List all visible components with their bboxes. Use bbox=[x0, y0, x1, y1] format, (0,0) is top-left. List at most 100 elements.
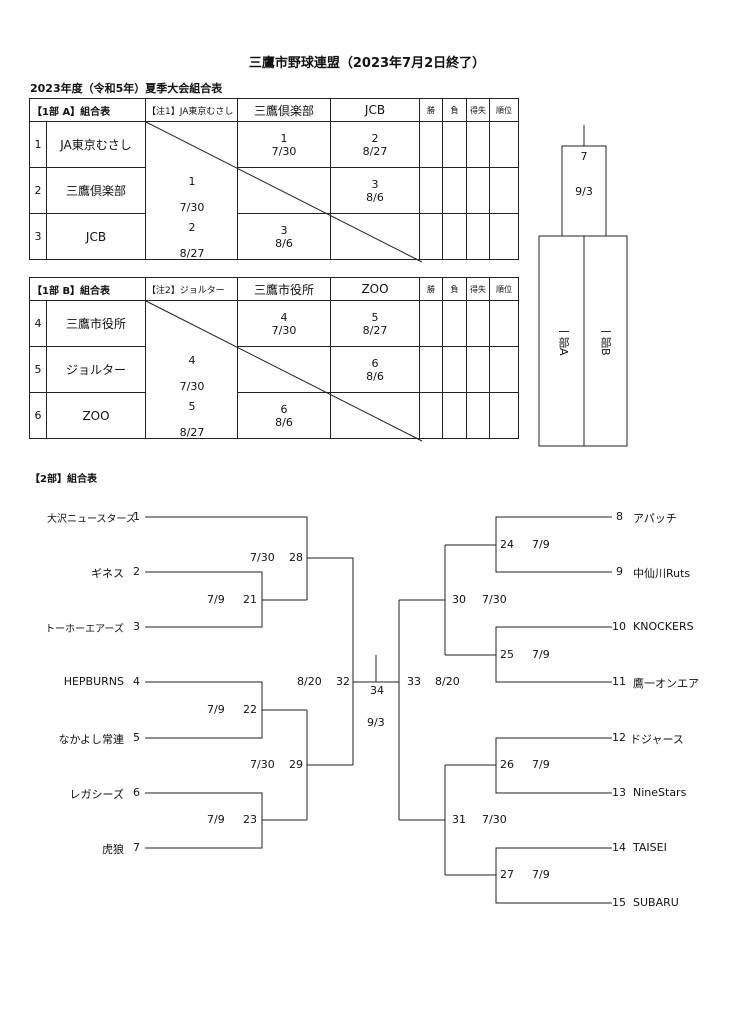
bracket-team-left: ギネス bbox=[91, 567, 124, 580]
bracket-team-right: SUBARU bbox=[633, 896, 679, 909]
game-number: 1 bbox=[280, 131, 288, 145]
group-b-r2-c0: 4 7/30 bbox=[146, 349, 238, 395]
game-date: 7/30 bbox=[271, 144, 297, 158]
group-a-table: 【1部 A】組合表 【注1】JA東京むさし 三鷹倶楽部 JCB 勝 負 得失 順… bbox=[29, 98, 519, 260]
group-a-col-team: JCB bbox=[330, 98, 420, 122]
game-number: 4 bbox=[280, 310, 288, 324]
final-game-date: 9/3 bbox=[367, 716, 385, 729]
bracket-team-number: 9 bbox=[616, 565, 623, 578]
final1-left-label: 一部A bbox=[557, 326, 570, 356]
bracket-team-left: HEPBURNS bbox=[63, 675, 124, 688]
bracket-team-left: レガシーズ bbox=[69, 788, 124, 801]
final1-game-date: 9/3 bbox=[575, 185, 593, 198]
bracket-team-right: NineStars bbox=[633, 786, 687, 799]
bracket-team-number: 4 bbox=[133, 675, 140, 688]
bracket-team-number: 12 bbox=[612, 731, 626, 744]
bracket-team-number: 6 bbox=[133, 786, 140, 799]
group-b-col-team: ZOO bbox=[330, 277, 420, 301]
game-date: 8/27 bbox=[362, 323, 388, 337]
game-number: 30 bbox=[452, 593, 466, 606]
group-b-r3-c0: 5 8/27 bbox=[146, 395, 238, 441]
bracket-team-left: なかよし常連 bbox=[58, 733, 124, 746]
game-date: 7/9 bbox=[532, 868, 550, 881]
page-title: 三鷹市野球連盟（2023年7月2日終了） bbox=[248, 56, 486, 71]
bracket-team-right: アパッチ bbox=[633, 512, 677, 525]
bracket-team-number: 10 bbox=[612, 620, 626, 633]
game-number: 5 bbox=[188, 400, 196, 413]
game-date: 8/6 bbox=[366, 369, 384, 383]
game-number: 6 bbox=[280, 402, 288, 416]
game-date: 7/9 bbox=[532, 538, 550, 551]
bracket-team-number: 2 bbox=[133, 565, 140, 578]
game-date: 7/30 bbox=[250, 758, 275, 771]
bracket-team-number: 1 bbox=[133, 510, 140, 523]
bracket-team-right: ドジャース bbox=[630, 733, 684, 746]
game-number: 3 bbox=[280, 223, 288, 237]
final1-right-label: 一部B bbox=[599, 326, 612, 356]
group-a-note: 【注1】JA東京むさし bbox=[145, 98, 238, 122]
bracket-team-left: トーホーエアーズ bbox=[45, 624, 124, 635]
bracket-team-number: 13 bbox=[612, 786, 626, 799]
game-number: 33 bbox=[407, 675, 421, 688]
tournament-subtitle: 2023年度（令和5年）夏季大会組合表 bbox=[30, 82, 223, 95]
team-name: ジョルター bbox=[46, 346, 146, 393]
game-number: 22 bbox=[243, 703, 257, 716]
game-number: 1 bbox=[188, 175, 196, 188]
bracket-team-left: 大沢ニュースターズ bbox=[47, 514, 136, 525]
game-date: 7/9 bbox=[532, 758, 550, 771]
game-number: 32 bbox=[336, 675, 350, 688]
stat-win-header: 勝 bbox=[419, 98, 443, 122]
team-name: 三鷹市役所 bbox=[46, 300, 146, 347]
game-date: 7/30 bbox=[250, 551, 275, 564]
game-number: 27 bbox=[500, 868, 514, 881]
game-date: 8/6 bbox=[275, 415, 293, 429]
stat-rank-header: 順位 bbox=[489, 277, 519, 301]
bracket-team-right: KNOCKERS bbox=[633, 620, 694, 633]
game-date: 7/30 bbox=[179, 380, 205, 393]
game-number: 29 bbox=[289, 758, 303, 771]
game-date: 7/9 bbox=[207, 593, 225, 606]
game-number: 28 bbox=[289, 551, 303, 564]
game-date: 8/27 bbox=[179, 247, 205, 260]
game-date: 7/30 bbox=[179, 201, 205, 214]
diagonal-line-a bbox=[145, 121, 423, 263]
group-b-header: 【1部 B】組合表 bbox=[29, 277, 146, 301]
game-date: 8/27 bbox=[362, 144, 388, 158]
game-date: 7/30 bbox=[271, 323, 297, 337]
game-date: 8/6 bbox=[275, 236, 293, 250]
final-game-number: 34 bbox=[370, 684, 384, 697]
game-number: 3 bbox=[371, 177, 379, 191]
game-number: 4 bbox=[188, 354, 196, 367]
bracket-team-number: 3 bbox=[133, 620, 140, 633]
game-number: 23 bbox=[243, 813, 257, 826]
division2-header: 【2部】組合表 bbox=[30, 474, 97, 485]
bracket-team-number: 14 bbox=[612, 841, 626, 854]
bracket-team-number: 15 bbox=[612, 896, 626, 909]
final1-game-number: 7 bbox=[580, 150, 588, 163]
game-number: 24 bbox=[500, 538, 514, 551]
diagonal-line-b bbox=[145, 300, 423, 442]
game-date: 8/6 bbox=[366, 190, 384, 204]
game-number: 5 bbox=[371, 310, 379, 324]
team-name: ZOO bbox=[46, 392, 146, 439]
game-date: 7/9 bbox=[207, 813, 225, 826]
game-date: 7/9 bbox=[207, 703, 225, 716]
group-a-r2-c0: 1 7/30 bbox=[146, 170, 238, 216]
game-number: 6 bbox=[371, 356, 379, 370]
game-date: 7/9 bbox=[532, 648, 550, 661]
bracket-team-right: 鷹一オンエア bbox=[633, 677, 699, 690]
game-number: 31 bbox=[452, 813, 466, 826]
game-number: 2 bbox=[188, 221, 196, 234]
team-name: 三鷹倶楽部 bbox=[46, 167, 146, 214]
diagonal-cell bbox=[145, 121, 238, 260]
bracket-team-right: 中仙川Ruts bbox=[633, 567, 691, 580]
bracket-team-right: TAISEI bbox=[633, 841, 667, 854]
game-number: 25 bbox=[500, 648, 514, 661]
